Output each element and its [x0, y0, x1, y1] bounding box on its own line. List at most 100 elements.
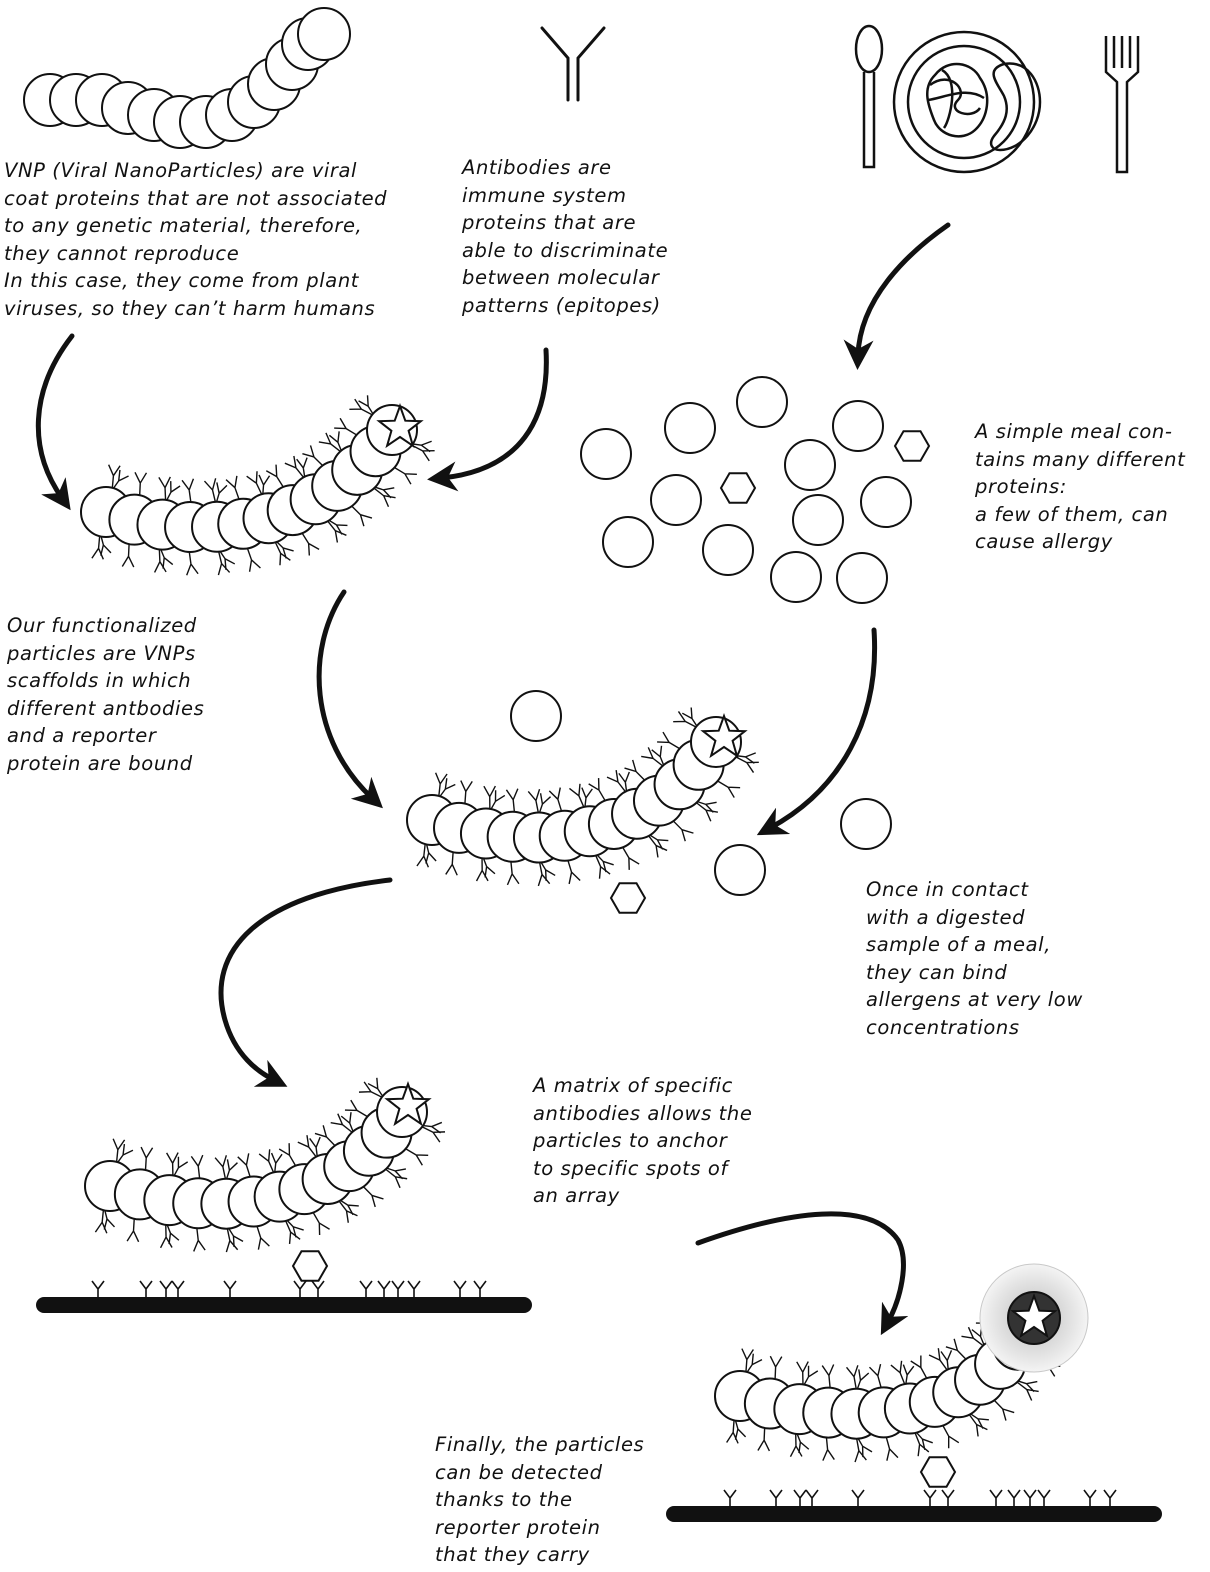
food-protein: [702, 524, 754, 576]
antibody-mark: [885, 1436, 899, 1461]
reporter-star-icon: [1010, 1293, 1058, 1339]
antibody-mark: [166, 1152, 179, 1177]
bound-allergen-hexagon: [919, 1456, 957, 1488]
antibody-mark: [569, 783, 585, 809]
antibody-mark: [126, 1217, 140, 1243]
caption-line: particles to anchor: [533, 1129, 728, 1152]
reporter-star-icon: [700, 713, 748, 759]
antibody-mark: [945, 1338, 968, 1361]
antibody-mark: [673, 711, 698, 729]
antibody-mark: [506, 860, 520, 886]
antibody-mark: [505, 788, 519, 813]
antibody-mark: [193, 1227, 206, 1252]
bound-stage-proteins: [510, 690, 892, 896]
array-antibody: [377, 1280, 391, 1298]
arrow-meal-to-proteins: [843, 222, 951, 370]
functionalized-particle-2: [406, 707, 759, 914]
antibody-mark: [246, 471, 263, 496]
antibody-mark: [214, 1155, 228, 1180]
caption-line: proteins that are: [462, 211, 637, 234]
flow-arrows: [35, 222, 951, 1336]
food-protein: [770, 551, 822, 603]
array-antibody: [793, 1489, 807, 1507]
antibody-mark: [404, 1147, 429, 1166]
antibody-mark: [134, 471, 148, 497]
antibody-mark: [548, 787, 563, 813]
array-antibody: [723, 1489, 737, 1507]
functionalized-particle-4: [714, 1263, 1089, 1488]
antibody-mark: [284, 455, 305, 479]
antibody-mark: [349, 398, 374, 416]
antibody-mark: [822, 1436, 835, 1461]
antibody-mark: [312, 1211, 330, 1236]
antibody-mark: [186, 550, 199, 576]
caption-line: immune system: [462, 183, 627, 207]
caption-line: In this case, they come from plant: [4, 269, 360, 292]
meal-icon: [854, 24, 1140, 174]
capsid-chain: [406, 716, 742, 864]
arrow-contact-to-array: [218, 877, 393, 1087]
caption-line: Our functionalized: [7, 614, 197, 637]
antibody-mark: [716, 779, 741, 798]
antibody-mark: [140, 1146, 154, 1172]
antibody-mark: [914, 1431, 930, 1457]
caption-line: sample of a meal,: [866, 933, 1051, 956]
antibody-mark: [621, 846, 640, 870]
caption-line: antibodies allows the: [533, 1101, 753, 1125]
food-protein: [602, 516, 654, 568]
antibody-mark: [225, 475, 240, 501]
antibody-mark: [821, 1364, 835, 1389]
food-protein: [650, 474, 702, 526]
antibody-mark: [284, 1219, 301, 1245]
bound-allergen-hexagon: [291, 1250, 329, 1282]
antibody-mark: [657, 731, 681, 750]
antibody-mark: [256, 1225, 270, 1250]
caption-line: coat proteins that are not associated: [4, 186, 388, 210]
array-antibody: [1037, 1489, 1051, 1507]
food-protein: [792, 494, 844, 546]
caption-line: VNP (Viral NanoParticles) are viral: [4, 159, 358, 182]
antibody-mark: [890, 1360, 906, 1386]
antibody-mark: [434, 772, 448, 798]
bound-allergen-hexagon: [609, 882, 647, 914]
allergen-hexagon: [719, 472, 757, 504]
antibody-mark: [190, 1154, 204, 1180]
array-antibody: [473, 1280, 487, 1298]
antibody-mark: [941, 1424, 960, 1449]
functionalized-particle-1: [80, 395, 435, 576]
array-antibody: [805, 1489, 819, 1507]
arrow-array-to-detection: [695, 1211, 909, 1336]
antibody-mark: [314, 1125, 337, 1147]
array-antibody: [923, 1489, 937, 1507]
antibody-mark: [326, 519, 347, 543]
array-antibody: [453, 1280, 467, 1298]
caption-line: reporter protein: [435, 1515, 601, 1539]
antibody-mark: [108, 464, 121, 489]
food-protein: [580, 428, 632, 480]
food-protein: [736, 376, 788, 428]
caption-line: to specific spots of: [533, 1156, 728, 1180]
array-antibody: [1103, 1489, 1117, 1507]
caption-line: concentrations: [866, 1015, 1020, 1039]
antibody-mark: [445, 851, 458, 876]
array-antibody: [159, 1280, 173, 1298]
caption-line: Finally, the particles: [435, 1433, 645, 1456]
reporter-star-icon: [384, 1081, 432, 1127]
food-protein: [784, 439, 836, 491]
food-protein: [832, 400, 884, 452]
array-antibody: [223, 1280, 237, 1298]
array-antibody: [407, 1280, 421, 1298]
antibody-mark: [297, 1135, 318, 1159]
caption-line: scaffolds in which: [7, 669, 192, 692]
antibody-mark: [961, 1326, 985, 1347]
antibody-mark: [258, 1149, 275, 1174]
arrow-vnp-to-particle: [35, 333, 75, 511]
antibody-coat: [91, 395, 435, 576]
antibody-mark: [181, 478, 195, 504]
antibody-mark: [854, 1437, 867, 1463]
antibody-mark: [338, 1199, 358, 1223]
